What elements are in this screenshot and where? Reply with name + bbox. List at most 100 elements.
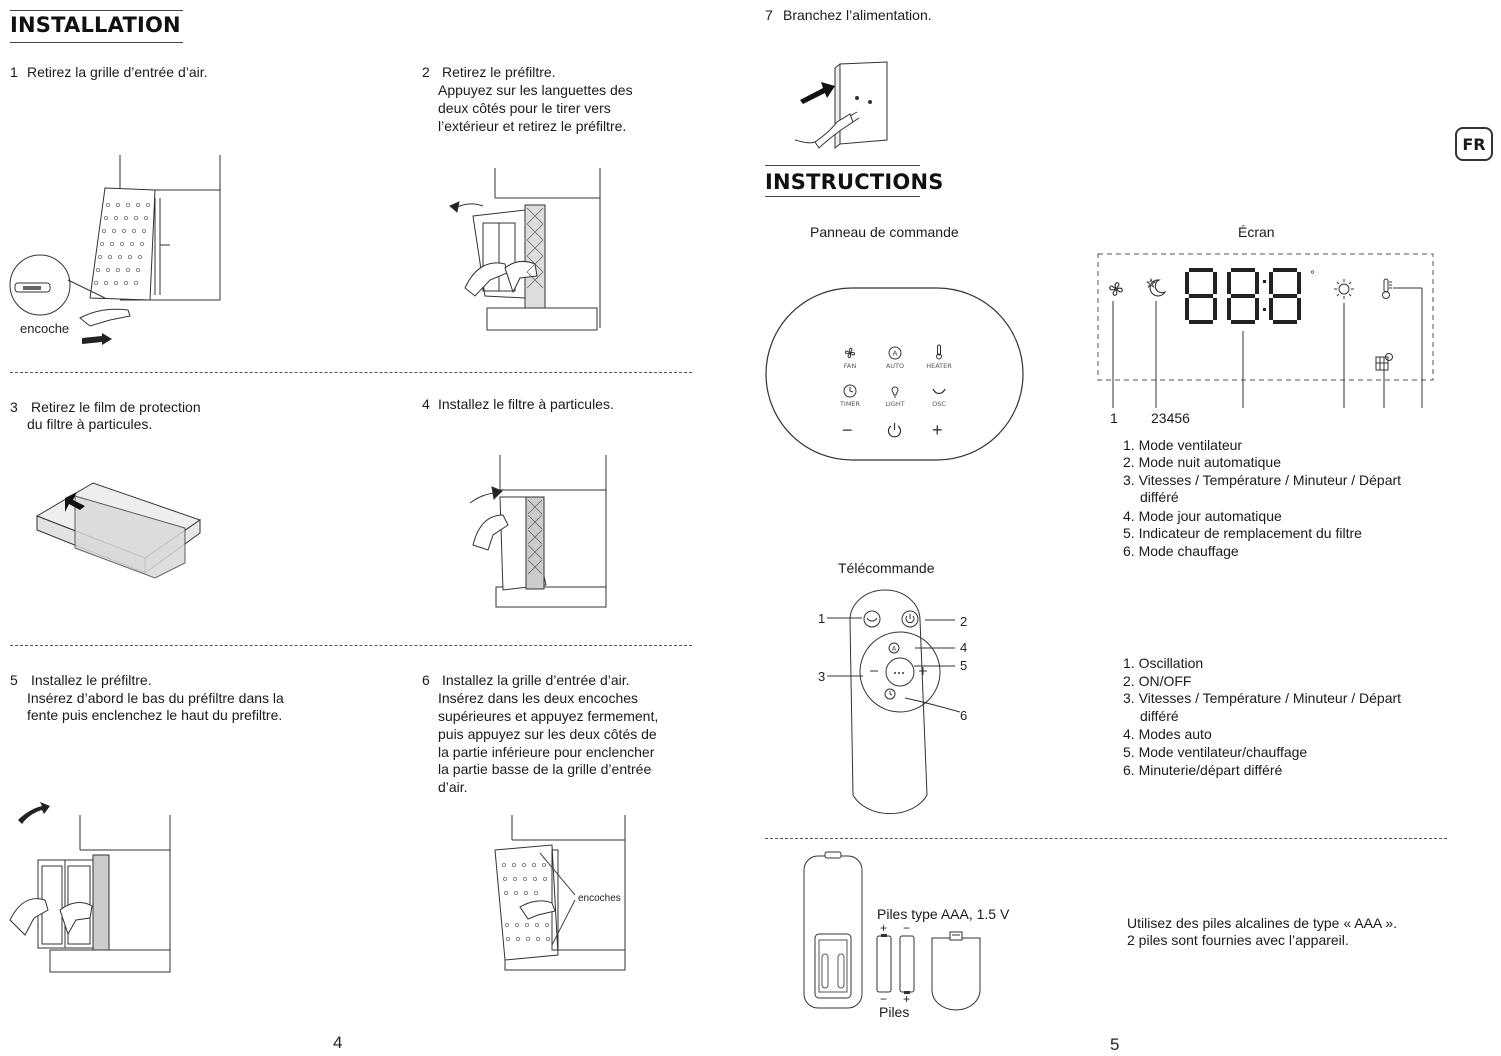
step-3-line-2: du filtre à particules. xyxy=(27,416,152,434)
piles-label: Piles xyxy=(879,1004,909,1022)
remote-legend-3-cont: différé xyxy=(1140,708,1179,726)
aaa-battery-2 xyxy=(899,934,915,994)
screen-title: Écran xyxy=(1238,224,1275,242)
remote-minus-icon[interactable] xyxy=(868,665,880,677)
fan-icon[interactable] xyxy=(842,345,858,361)
step-5-number: 5 xyxy=(10,672,18,690)
remote-callout-2: 2 xyxy=(960,614,967,629)
instructions-title-rule xyxy=(765,165,920,166)
remote-legend-5: 5. Mode ventilateur/chauffage xyxy=(1123,744,1307,762)
plus-button[interactable]: + xyxy=(932,420,943,441)
svg-text:A: A xyxy=(893,350,898,358)
screen-legend-1: 1. Mode ventilateur xyxy=(1123,437,1242,455)
step-5-line-3: fente puis enclenchez le haut du prefilt… xyxy=(27,707,282,725)
step-6-line-7: d’air. xyxy=(438,779,468,797)
screen-filter-indicator-icon xyxy=(1374,352,1394,372)
screen-legend-3-cont: différé xyxy=(1140,489,1179,507)
remote-legend-3: 3. Vitesses / Température / Minuteur / D… xyxy=(1123,690,1401,708)
minus-button[interactable]: − xyxy=(842,420,853,441)
step-6-line-5: la partie inférieure pour enclencher xyxy=(438,744,654,762)
remote-legend-6: 6. Minuterie/départ différé xyxy=(1123,762,1282,780)
timer-label: TIMER xyxy=(839,400,861,408)
divider-3 xyxy=(765,838,1447,839)
battery-type-label: Piles type AAA, 1.5 V xyxy=(877,906,1009,924)
control-panel-title: Panneau de commande xyxy=(810,224,959,242)
step-7-text: Branchez l’alimentation. xyxy=(783,7,932,25)
screen-callout-1: 1 xyxy=(1110,410,1118,428)
fan-label: FAN xyxy=(844,362,857,370)
step-6-line-3: supérieures et appuyez fermement, xyxy=(438,708,658,726)
battery-note-line-2: 2 piles sont fournies avec l’appareil. xyxy=(1127,932,1349,950)
remote-legend-4: 4. Modes auto xyxy=(1123,726,1212,744)
illustration-remove-prefilter xyxy=(445,168,615,338)
auto-label: AUTO xyxy=(886,362,904,370)
battery-note-line-1: Utilisez des piles alcalines de type « A… xyxy=(1127,915,1397,933)
light-label: LIGHT xyxy=(885,400,904,408)
notch-label: encoche xyxy=(20,321,69,336)
control-panel-labels: FAN AUTO HEATER TIMER LIGHT OSC xyxy=(830,360,960,410)
screen-day-mode-icon xyxy=(1333,278,1355,300)
step-5-line-1: Installez le préfiltre. xyxy=(31,672,152,690)
remote-callout-4: 4 xyxy=(960,640,967,655)
screen-callout-23456: 23456 xyxy=(1151,410,1190,428)
remote-callout-1: 1 xyxy=(818,611,825,626)
remote-callout-3: 3 xyxy=(818,669,825,684)
illustration-particle-filter-film xyxy=(35,478,205,588)
remote-auto-mode-icon[interactable]: A xyxy=(888,642,900,654)
osc-label: OSC xyxy=(932,400,946,408)
screen-legend-2: 2. Mode nuit automatique xyxy=(1123,454,1281,472)
battery-2-minus: − xyxy=(903,921,910,935)
remote-legend-2: 2. ON/OFF xyxy=(1123,673,1191,691)
remote-mode-icon[interactable] xyxy=(891,665,907,681)
screen-legend-4: 4. Mode jour automatique xyxy=(1123,508,1282,526)
step-3-line-1: Retirez le film de protection xyxy=(31,399,201,417)
divider-2 xyxy=(10,645,692,646)
illustration-plug-in-power xyxy=(795,62,895,157)
screen-heater-icon xyxy=(1378,278,1394,300)
auto-icon[interactable]: A xyxy=(887,345,903,361)
page-number-right: 5 xyxy=(1110,1035,1119,1055)
instructions-title: INSTRUCTIONS xyxy=(765,170,944,194)
remote-plus-icon[interactable] xyxy=(917,665,929,677)
step-2-line-1: Retirez le préfiltre. xyxy=(442,64,556,82)
screen-legend-5: 5. Indicateur de remplacement du filtre xyxy=(1123,525,1362,543)
step-1-line-1: Retirez la grille d’entrée d’air. xyxy=(27,64,208,82)
remote-power-icon[interactable] xyxy=(901,610,919,628)
step-4-number: 4 xyxy=(422,396,430,414)
installation-title: INSTALLATION xyxy=(10,13,181,37)
illustration-install-particle-filter xyxy=(448,455,618,615)
remote-timer-icon[interactable] xyxy=(884,688,896,700)
installation-title-underline xyxy=(10,42,183,43)
screen-degree-symbol: ° xyxy=(1310,270,1315,281)
screen-legend-6: 6. Mode chauffage xyxy=(1123,543,1239,561)
page-number-left: 4 xyxy=(333,1033,342,1053)
heater-icon[interactable] xyxy=(931,344,947,360)
step-5-line-2: Insérez d’abord le bas du préfiltre dans… xyxy=(27,690,284,708)
remote-callout-6: 6 xyxy=(960,708,967,723)
divider-1 xyxy=(10,372,692,373)
screen-night-mode-icon xyxy=(1145,276,1169,300)
screen-fan-mode-icon xyxy=(1105,278,1127,300)
battery-cover-illustration xyxy=(930,932,982,1012)
svg-text:A: A xyxy=(892,646,897,653)
notches-label: encoches xyxy=(578,893,621,904)
step-2-number: 2 xyxy=(422,64,430,82)
battery-1-plus: + xyxy=(880,921,887,935)
step-7-number: 7 xyxy=(765,7,773,25)
step-2-line-2: Appuyez sur les languettes des xyxy=(438,82,633,100)
step-6-line-2: Insérez dans les deux encoches xyxy=(438,690,638,708)
remote-callout-5: 5 xyxy=(960,658,967,673)
remote-battery-compartment-illustration xyxy=(803,852,865,1012)
heater-label: HEATER xyxy=(926,362,952,370)
screen-digits: ° xyxy=(1183,268,1323,328)
power-icon[interactable] xyxy=(886,422,903,439)
illustration-install-prefilter xyxy=(10,800,185,980)
step-1-number: 1 xyxy=(10,64,18,82)
aaa-battery-1 xyxy=(876,934,892,994)
screen-legend-3: 3. Vitesses / Température / Minuteur / D… xyxy=(1123,472,1401,490)
step-4-line-1: Installez le filtre à particules. xyxy=(438,396,614,414)
step-6-line-6: la partie basse de la grille d’entrée xyxy=(438,761,651,779)
step-2-line-3: deux côtés pour le tirer vers xyxy=(438,100,611,118)
step-3-number: 3 xyxy=(10,399,18,417)
remote-oscillation-icon[interactable] xyxy=(863,610,881,628)
